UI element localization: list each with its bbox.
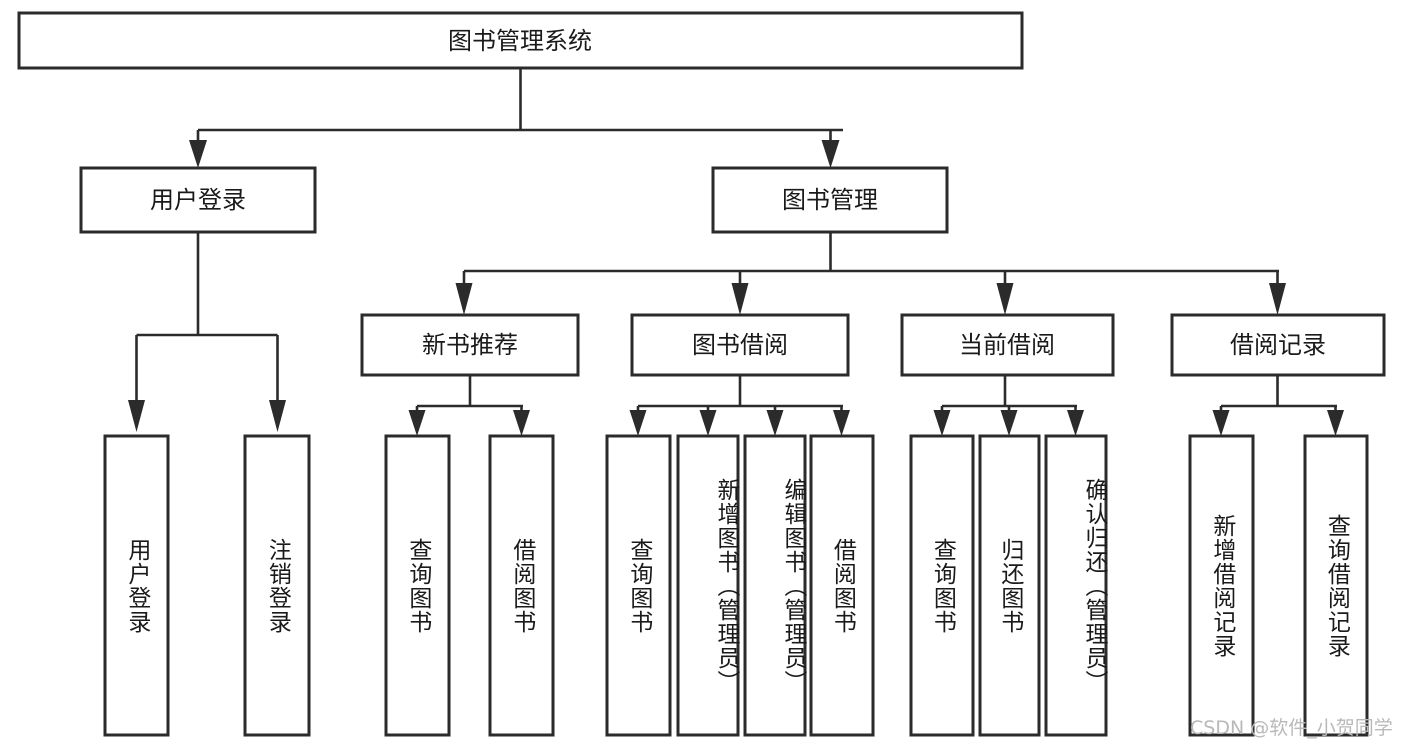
node-box-leaf-add-book[interactable] [676, 434, 740, 737]
arrow-head-icon [699, 410, 717, 436]
node-box-leaf-borrow-book-1[interactable] [488, 434, 555, 737]
node-box-leaf-query-book-3[interactable] [909, 434, 975, 737]
node-box[interactable] [360, 313, 580, 377]
arrow-head-icon [731, 283, 749, 315]
connector-userlogin-to-leaves [128, 232, 286, 432]
arrow-head-icon [269, 400, 286, 432]
node-root-title[interactable]: 图书管理系统 [17, 11, 1024, 70]
arrow-head-icon [1327, 410, 1344, 436]
node-box-leaf-return-book[interactable] [978, 434, 1041, 737]
connector-bookborrow-to-leaves [629, 375, 850, 436]
node-book-borrow[interactable]: 图书借阅 [630, 313, 850, 377]
arrow-head-icon [189, 140, 207, 168]
node-box-leaf-query-book-2[interactable] [605, 434, 672, 737]
node-user-login[interactable]: 用户登录 [79, 166, 317, 234]
node-box[interactable] [79, 166, 317, 234]
node-current-borrow[interactable]: 当前借阅 [900, 313, 1115, 377]
node-book-management[interactable]: 图书管理 [711, 166, 949, 234]
node-box[interactable] [900, 313, 1115, 377]
node-box-leaf-logout[interactable] [243, 434, 311, 737]
node-box-leaf-edit-book[interactable] [743, 434, 807, 737]
arrow-head-icon [1269, 283, 1286, 315]
arrow-head-icon [1000, 410, 1018, 436]
arrow-head-icon [629, 410, 647, 436]
arrow-head-icon [455, 283, 473, 315]
node-label: 图书借阅 [692, 331, 788, 359]
connector-currentborrow-to-leaves [933, 375, 1084, 436]
node-borrow-record[interactable]: 借阅记录 [1170, 313, 1386, 377]
node-box-leaf-query-book-1[interactable] [384, 434, 451, 737]
node-box-leaf-confirm-return[interactable] [1044, 434, 1108, 737]
node-box-leaf-user-login[interactable] [103, 434, 170, 737]
node-new-book-recommend[interactable]: 新书推荐 [360, 313, 580, 377]
node-box-leaf-add-record[interactable] [1188, 434, 1255, 737]
node-box[interactable] [711, 166, 949, 234]
node-label: 用户登录 [150, 186, 246, 214]
arrow-head-icon [833, 410, 850, 436]
node-box[interactable] [630, 313, 850, 377]
node-box-leaf-borrow-book-2[interactable] [809, 434, 875, 737]
node-label: 当前借阅 [959, 331, 1055, 359]
node-label: 图书管理 [782, 186, 878, 214]
arrow-head-icon [821, 140, 840, 168]
arrow-head-icon [513, 410, 530, 436]
node-label: 新书推荐 [422, 331, 518, 359]
node-label: 借阅记录 [1230, 331, 1326, 359]
node-box[interactable] [1170, 313, 1386, 377]
node-box-leaf-query-record[interactable] [1303, 434, 1369, 737]
connector-borrowrecord-to-leaves [1212, 375, 1344, 436]
arrow-head-icon [933, 410, 951, 436]
node-box[interactable] [17, 11, 1024, 70]
connector-bookmgmt-to-level2 [455, 232, 1286, 315]
connector-newbook-to-leaves [408, 375, 530, 436]
arrow-head-icon [128, 400, 145, 432]
arrow-head-icon [996, 283, 1014, 315]
arrow-head-icon [1212, 410, 1230, 436]
arrow-head-icon [408, 410, 426, 436]
arrow-head-icon [1067, 410, 1084, 436]
arrow-head-icon [766, 410, 784, 436]
watermark-text: CSDN @软件_小贺同学 [1190, 717, 1393, 739]
connector-root-to-level1 [189, 68, 843, 168]
node-label: 图书管理系统 [448, 27, 592, 55]
